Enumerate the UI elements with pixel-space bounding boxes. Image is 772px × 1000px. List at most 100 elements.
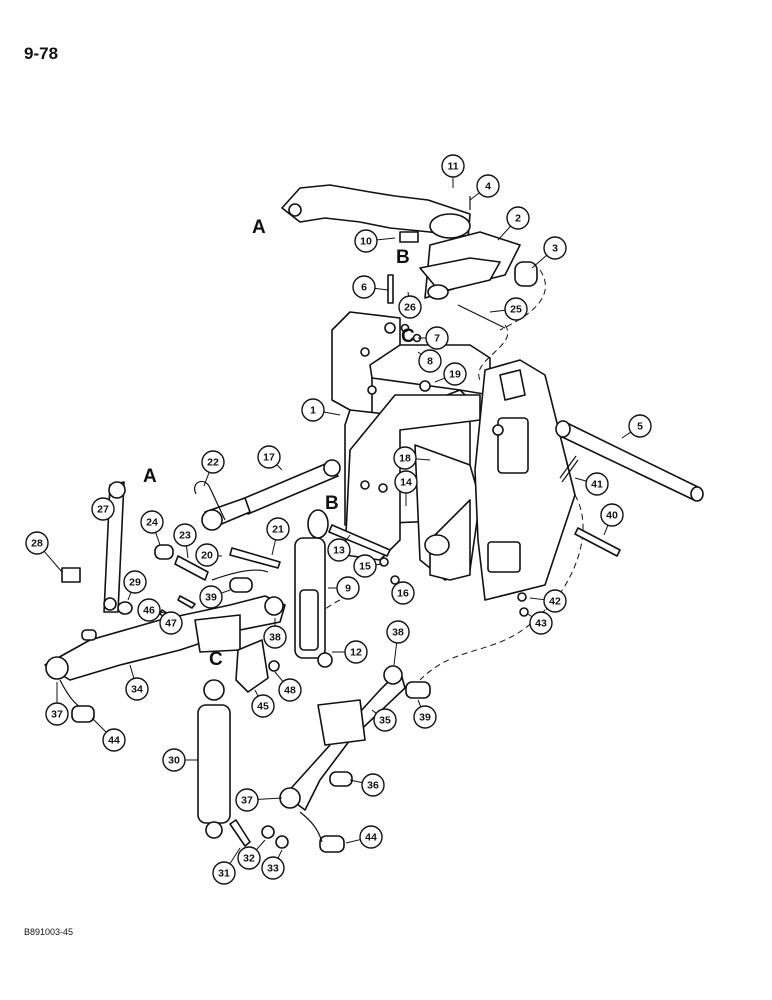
callout-circle	[123, 570, 147, 594]
callout-circle	[359, 825, 383, 849]
callout-29: 29	[123, 570, 147, 601]
callout-circle	[162, 748, 186, 772]
callout-circle	[394, 470, 418, 494]
callout-15: 15	[353, 554, 383, 578]
callout-circle	[425, 326, 449, 350]
ref-letter-c-top: C	[401, 326, 415, 347]
callout-number: 12	[350, 647, 362, 659]
callout-41: 41	[574, 472, 609, 496]
callout-circle	[159, 611, 183, 635]
callout-number: 37	[51, 709, 63, 721]
callout-number: 32	[243, 853, 255, 865]
callout-number: 1	[310, 405, 316, 417]
callout-6: 6	[352, 275, 389, 299]
callout-number: 39	[419, 712, 431, 724]
callout-19: 19	[434, 362, 467, 386]
ref-letter-b-mid: B	[325, 493, 339, 514]
callout-7: 7	[418, 326, 449, 350]
callout-21: 21	[266, 517, 290, 556]
leader-line	[271, 539, 277, 556]
callout-circle	[441, 154, 465, 178]
callout-circle	[600, 503, 624, 527]
callout-circle	[543, 236, 567, 260]
left-lower-arm	[44, 595, 286, 713]
callout-number: 38	[269, 632, 281, 644]
callout-circle	[585, 472, 609, 496]
lift-cylinder	[194, 459, 341, 531]
callout-circle	[301, 398, 325, 422]
callout-circle	[393, 446, 417, 470]
leader-line	[415, 458, 431, 461]
callout-number: 28	[31, 538, 43, 550]
callout-number: 22	[207, 457, 219, 469]
callout-39b: 39	[413, 699, 437, 729]
callout-4: 4	[469, 174, 500, 201]
leader-line	[276, 464, 283, 471]
callout-circle	[235, 788, 259, 812]
callout-number: 8	[427, 356, 433, 368]
callout-9: 9	[328, 576, 360, 600]
callout-number: 5	[637, 421, 643, 433]
ref-letter-a-left: A	[143, 466, 157, 487]
leader-line	[531, 254, 548, 269]
callout-2: 2	[497, 206, 530, 241]
cross-shaft	[555, 420, 704, 502]
callout-circle	[476, 174, 500, 198]
callout-circle	[212, 861, 236, 885]
leader-line	[497, 225, 511, 241]
callout-number: 48	[284, 685, 296, 697]
callout-number: 3	[552, 243, 558, 255]
leader-line	[417, 699, 422, 708]
callout-number: 40	[606, 510, 618, 522]
callout-number: 27	[97, 504, 109, 516]
callout-number: 13	[333, 545, 345, 557]
ref-letter-c-low: C	[209, 649, 223, 670]
leader-line	[203, 472, 210, 487]
leader-line	[527, 613, 533, 618]
callout-28: 28	[25, 531, 63, 573]
callout-13: 13	[327, 534, 351, 562]
callout-3: 3	[531, 236, 567, 269]
callout-46: 46	[137, 598, 166, 622]
leader-line	[229, 847, 241, 865]
callout-number: 24	[146, 517, 158, 529]
callout-circle	[529, 611, 553, 635]
callout-circle	[398, 295, 422, 319]
callout-number: 34	[131, 684, 143, 696]
callout-number: 38	[392, 627, 404, 639]
callout-circle	[257, 445, 281, 469]
callout-circle	[386, 620, 410, 644]
pins-and-bushings	[154, 524, 391, 593]
callout-circle	[251, 694, 275, 718]
callout-35: 35	[371, 708, 397, 732]
leader-line	[185, 545, 189, 559]
callout-number: 18	[399, 453, 411, 465]
callout-8: 8	[417, 349, 442, 373]
callout-number: 29	[129, 577, 141, 589]
callout-circle	[413, 705, 437, 729]
leader-line	[221, 589, 231, 594]
callout-circle	[25, 531, 49, 555]
callout-number: 6	[361, 282, 367, 294]
callout-circle	[199, 585, 223, 609]
callout-14: 14	[394, 470, 418, 506]
callout-number: 35	[379, 715, 391, 727]
leader-line	[374, 287, 389, 291]
callout-number: 31	[218, 868, 230, 880]
callout-circle	[263, 625, 287, 649]
callout-circle	[373, 708, 397, 732]
leader-line	[434, 377, 445, 383]
leader-line	[469, 192, 480, 201]
hardware	[159, 323, 529, 623]
callout-circle	[237, 846, 261, 870]
leader-line	[159, 611, 166, 614]
leader-line	[375, 563, 383, 566]
leader-line	[621, 431, 632, 439]
callout-circle	[102, 728, 126, 752]
callout-23: 23	[173, 523, 197, 559]
callout-number: 17	[263, 452, 275, 464]
callout-circle	[173, 523, 197, 547]
callout-31: 31	[212, 847, 241, 885]
leader-line	[489, 309, 506, 313]
callout-30: 30	[162, 748, 198, 772]
